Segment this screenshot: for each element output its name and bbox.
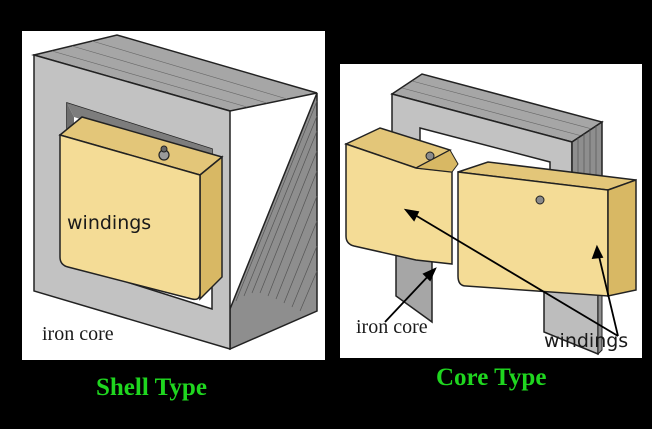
- core-pointer-arrows: [384, 208, 619, 337]
- core-windings-label: windings: [544, 330, 629, 352]
- shell-winding-front: [59, 134, 201, 301]
- core-iron-core-label: iron core: [356, 316, 428, 338]
- shell-type-panel: windings iron core: [22, 31, 325, 360]
- core-right-winding-side: [607, 178, 637, 297]
- shell-iron-core-label: iron core: [42, 323, 114, 345]
- core-type-panel: iron core windings: [340, 64, 642, 358]
- core-limb-bottom-left: [395, 253, 433, 324]
- core-left-winding-front: [345, 142, 453, 265]
- core-type-transformer-illustration: [344, 73, 637, 356]
- shell-lamination-lines: [235, 100, 318, 312]
- shell-winding-side: [199, 155, 223, 301]
- shell-core-side: [229, 92, 318, 351]
- shell-type-caption: Shell Type: [96, 374, 207, 401]
- core-right-winding-front: [457, 171, 609, 297]
- shell-windings-label: windings: [67, 212, 152, 234]
- core-type-caption: Core Type: [436, 364, 547, 391]
- shell-type-transformer-illustration: [31, 34, 318, 351]
